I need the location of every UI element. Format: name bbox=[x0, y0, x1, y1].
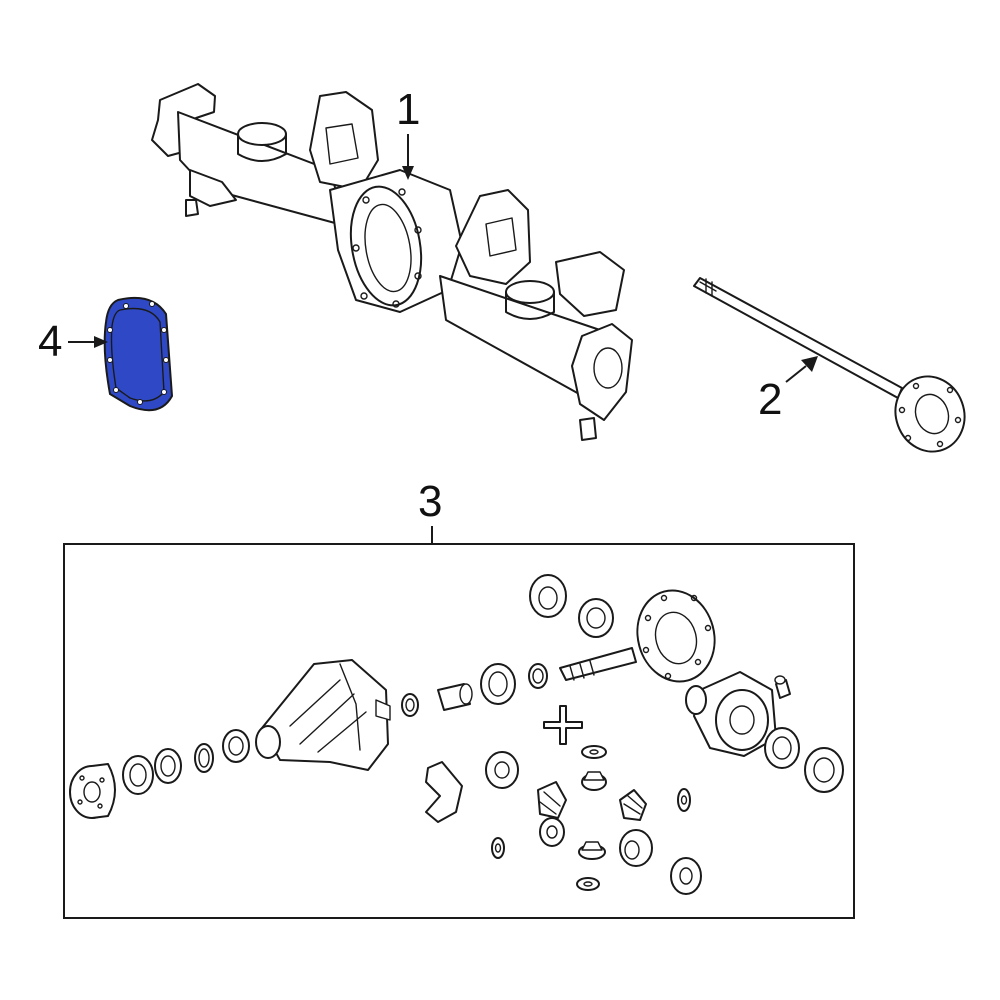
callout-3-label: 3 bbox=[418, 477, 442, 526]
callout-4[interactable]: 4 bbox=[38, 317, 108, 366]
callout-1[interactable]: 1 bbox=[396, 85, 420, 180]
pinion-bearing-outer bbox=[154, 748, 182, 784]
axle-housing[interactable] bbox=[151, 83, 633, 441]
carrier-housing bbox=[255, 659, 391, 771]
side-bearing-race bbox=[670, 857, 702, 895]
upper-bearing bbox=[578, 598, 614, 638]
thrust-washer-2 bbox=[677, 788, 691, 812]
callout-4-arrowhead bbox=[94, 336, 108, 348]
cover-gasket-shape bbox=[103, 296, 174, 412]
spider-gear-cross bbox=[543, 705, 583, 745]
differential-pinion-2 bbox=[619, 789, 647, 821]
callout-1-arrowhead bbox=[402, 166, 414, 180]
callout-4-label: 4 bbox=[38, 317, 62, 366]
callout-2-arrowhead bbox=[801, 356, 818, 372]
bearing-cap bbox=[425, 761, 463, 823]
upper-bearing-cup bbox=[529, 574, 567, 618]
callout-3[interactable]: 3 bbox=[418, 477, 442, 544]
side-gear-lower bbox=[539, 817, 565, 847]
collapsible-spacer bbox=[222, 729, 250, 763]
shim bbox=[401, 693, 419, 717]
side-bearing bbox=[764, 727, 800, 769]
axle-shaft[interactable] bbox=[693, 277, 975, 461]
pinion-bearing-inner bbox=[480, 663, 516, 705]
differential-assembly[interactable] bbox=[69, 574, 844, 895]
cover-gasket[interactable] bbox=[103, 296, 174, 412]
pinion-sleeve bbox=[437, 683, 473, 711]
callout-1-label: 1 bbox=[396, 85, 420, 134]
differential-case bbox=[685, 671, 777, 757]
ring-gear bbox=[636, 589, 716, 683]
callout-2[interactable]: 2 bbox=[758, 356, 818, 424]
differential-pinion-1 bbox=[537, 781, 567, 819]
side-gear-mid bbox=[578, 841, 606, 860]
differential-assembly-box bbox=[63, 543, 855, 919]
side-gear-left bbox=[485, 751, 519, 789]
pinion-seal bbox=[122, 755, 154, 795]
side-bearing-cup bbox=[804, 747, 844, 793]
pinion-gear bbox=[559, 647, 637, 681]
callout-2-leader bbox=[785, 365, 807, 383]
thrust-washer-4 bbox=[576, 877, 600, 891]
differential-pinion-3 bbox=[619, 829, 653, 867]
case-bolt bbox=[774, 675, 791, 699]
side-gear-upper bbox=[581, 771, 607, 791]
companion-flange bbox=[69, 763, 116, 819]
thrust-washer-3 bbox=[491, 837, 505, 859]
pinion-washer bbox=[528, 663, 548, 689]
callout-2-label: 2 bbox=[758, 375, 782, 424]
thrust-washer-1 bbox=[581, 745, 607, 759]
spacer-ring bbox=[194, 743, 214, 773]
